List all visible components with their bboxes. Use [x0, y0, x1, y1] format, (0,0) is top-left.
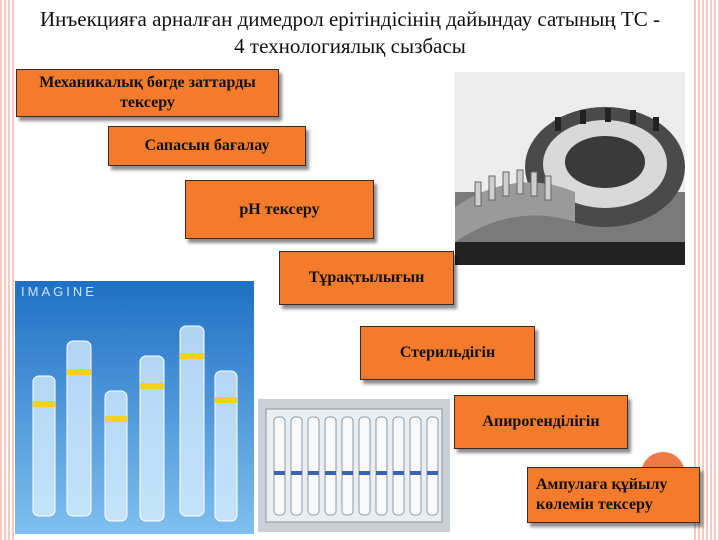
step-stability: Тұрақтылығын [279, 251, 454, 305]
ampoules-photo: IMAGINE [15, 281, 254, 534]
slide-title: Инъекцияға арналған димедрол ерітіндісін… [40, 7, 660, 58]
step-ph-check: pH тексеру [185, 180, 374, 239]
right-decorative-stripe [694, 0, 720, 540]
step-quality-assessment: Сапасын бағалау [108, 126, 306, 166]
step-ampoule-fill-volume: Ампулаға құйылу көлемін тексеру [527, 467, 700, 523]
ampoule-filling-machine-photo [455, 72, 685, 265]
step-pyrogen-free: Апирогенділігін [454, 395, 628, 449]
left-decorative-stripe [0, 0, 14, 540]
watermark-logo: IMAGINE [21, 284, 97, 299]
ampoule-pack-photo [258, 399, 450, 532]
step-mechanical-impurities: Механикалық бөгде заттарды тексеру [16, 69, 279, 117]
step-sterility: Стерильдігін [360, 326, 535, 380]
